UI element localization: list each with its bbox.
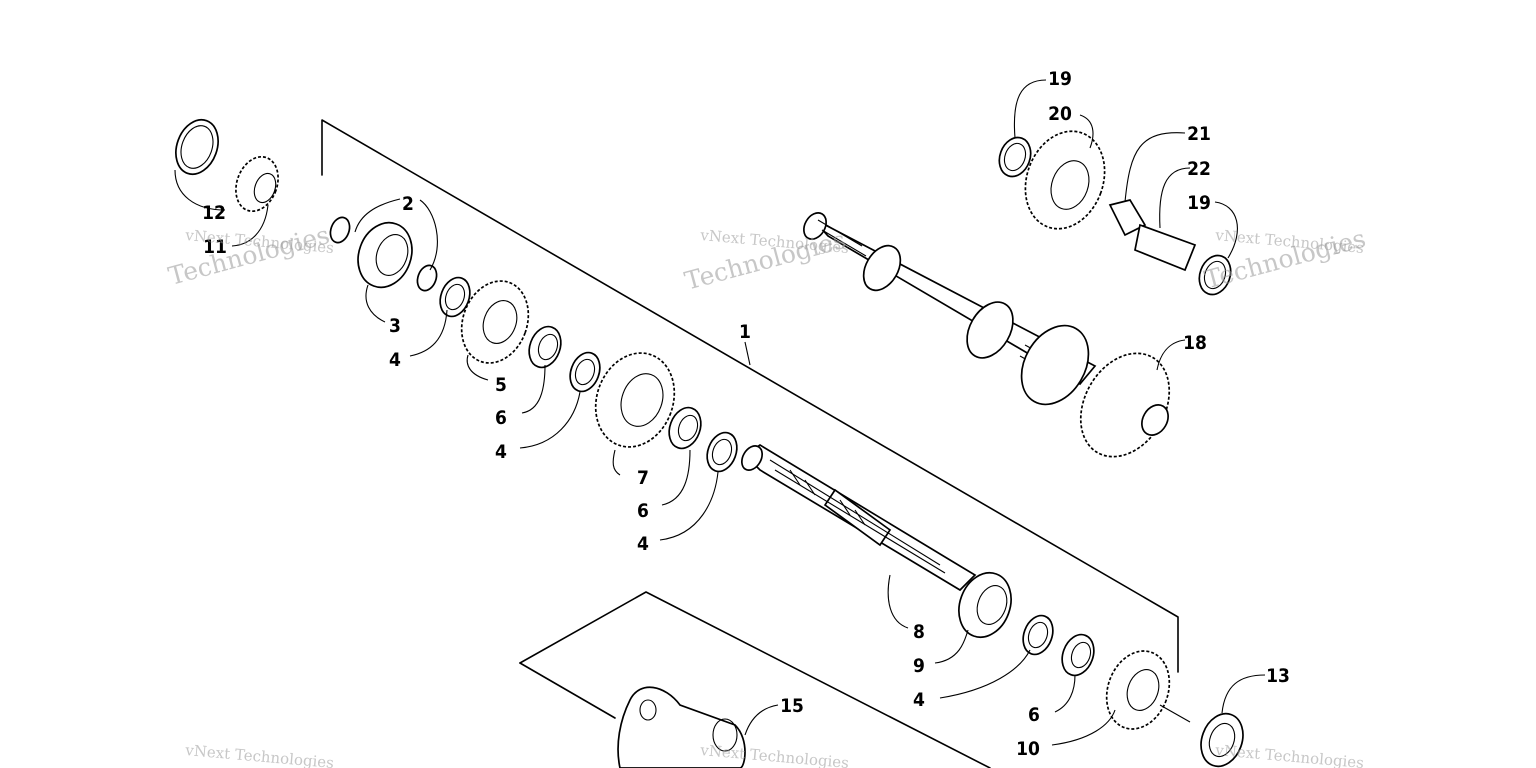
callout-10: 10 bbox=[1016, 738, 1040, 760]
callout-6-c: 6 bbox=[1028, 704, 1040, 726]
callout-7: 7 bbox=[637, 467, 649, 489]
callout-8: 8 bbox=[913, 621, 925, 643]
gear-stack bbox=[439, 276, 1244, 768]
callout-20: 20 bbox=[1048, 103, 1072, 125]
callout-labels: 1 2 3 4 4 4 4 5 6 6 6 6 7 8 9 10 11 12 1… bbox=[202, 68, 1290, 760]
callout-21: 21 bbox=[1187, 123, 1211, 145]
callout-19-a: 19 bbox=[1048, 68, 1072, 90]
callout-4-b: 4 bbox=[495, 441, 507, 463]
watermark-text: vNext Technologies bbox=[1214, 741, 1365, 768]
assembly-bracket bbox=[321, 119, 1179, 768]
callout-19-b: 19 bbox=[1187, 192, 1211, 214]
output-shaft bbox=[803, 212, 1171, 458]
callout-2: 2 bbox=[402, 193, 414, 215]
watermark-text: vNext Technologies bbox=[184, 741, 335, 768]
callout-5: 5 bbox=[495, 374, 507, 396]
callout-11: 11 bbox=[203, 236, 227, 258]
callout-13: 13 bbox=[1266, 665, 1290, 687]
callout-4-d: 4 bbox=[913, 689, 925, 711]
upper-right-parts bbox=[998, 130, 1232, 296]
callout-4-a: 4 bbox=[389, 349, 401, 371]
callout-15: 15 bbox=[780, 695, 804, 717]
callout-6-a: 6 bbox=[495, 407, 507, 429]
leader-lines bbox=[174, 79, 1266, 746]
callout-1: 1 bbox=[739, 321, 751, 343]
left-small-parts bbox=[175, 118, 438, 292]
callout-18: 18 bbox=[1183, 332, 1207, 354]
watermarks: vNext Technologies Technologies vNext Te… bbox=[165, 220, 1368, 768]
housing-cover bbox=[617, 686, 746, 768]
callout-4-c: 4 bbox=[637, 533, 649, 555]
callout-6-b: 6 bbox=[637, 500, 649, 522]
callout-12: 12 bbox=[202, 202, 226, 224]
callout-3: 3 bbox=[389, 315, 401, 337]
main-shaft bbox=[741, 443, 977, 592]
callout-9: 9 bbox=[913, 655, 925, 677]
callout-22: 22 bbox=[1187, 158, 1211, 180]
